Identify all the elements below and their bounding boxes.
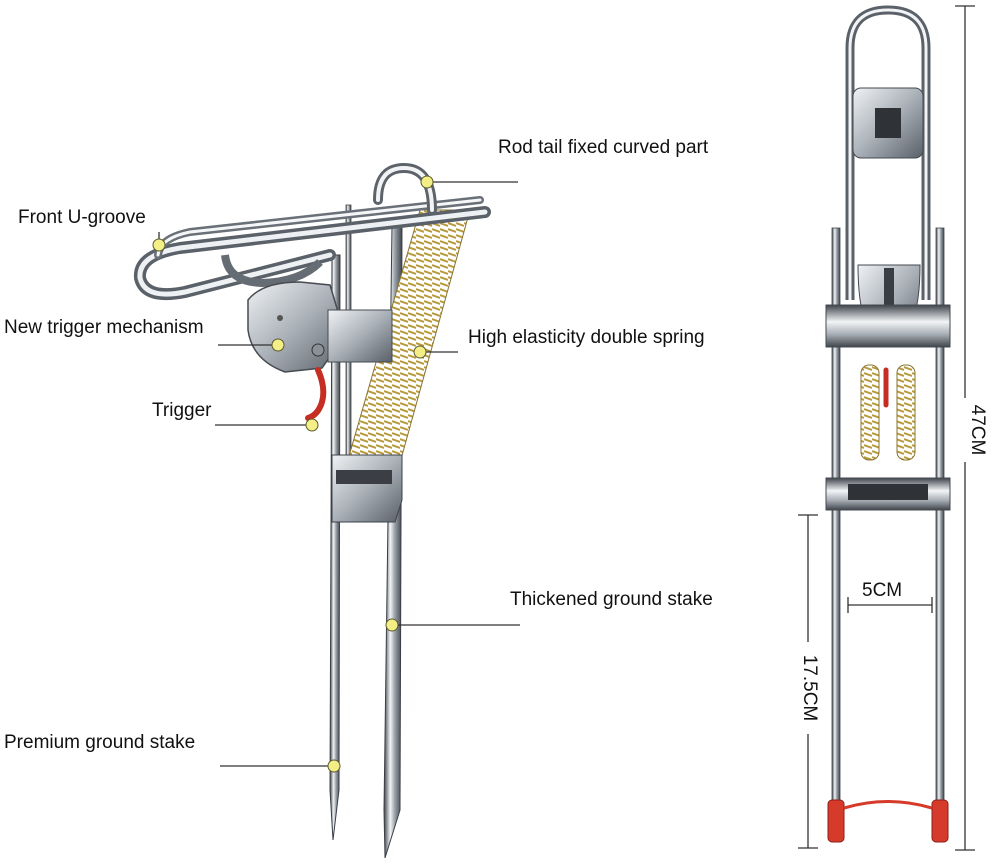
label-trigger: Trigger — [152, 400, 212, 421]
label-new-trigger: New trigger mechanism — [4, 317, 204, 338]
dot-rod-tail — [420, 175, 434, 189]
dimension-17-5cm: 17.5CM — [796, 642, 820, 734]
callout-dots — [152, 175, 434, 773]
dimension-47cm: 47CM — [964, 398, 988, 462]
spring-right — [896, 364, 916, 461]
dot-front-u-groove — [152, 238, 166, 252]
dot-new-trigger — [271, 338, 285, 352]
dot-thick-stake — [385, 618, 399, 632]
left-holder — [133, 162, 491, 859]
label-premium-stake: Premium ground stake — [4, 732, 196, 753]
dot-trigger — [305, 418, 319, 432]
premium-ground-stake — [329, 254, 341, 841]
dot-premium-stake — [327, 759, 341, 773]
red-trigger — [305, 367, 327, 421]
red-cap-left — [827, 799, 845, 843]
label-front-u-groove: Front U-groove — [18, 207, 146, 228]
label-thick-stake: Thickened ground stake — [510, 589, 713, 610]
label-double-spring: High elasticity double spring — [468, 327, 705, 348]
label-rod-tail: Rod tail fixed curved part — [498, 137, 709, 158]
right-holder — [825, 5, 951, 843]
dot-double-spring — [413, 345, 427, 359]
red-cap-right — [931, 799, 949, 843]
spring-left — [860, 364, 880, 461]
dimension-5cm: 5CM — [862, 580, 903, 601]
